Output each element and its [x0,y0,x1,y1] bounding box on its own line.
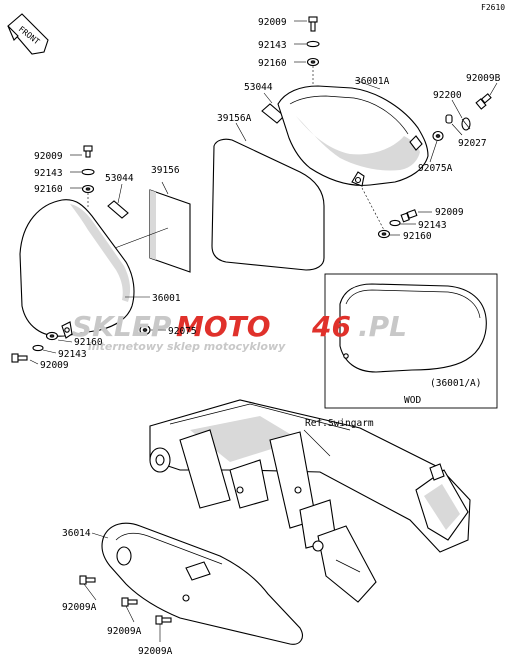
filter-39156 [149,189,191,273]
bolt-left-top [83,145,93,158]
bolt-92009A-2 [121,597,138,607]
inset-part: (36001/A) [430,378,481,389]
grommet-left-bottom [45,331,59,341]
label-92009B: 92009B [466,73,501,84]
label-92200: 92200 [433,90,462,101]
watermark-46: 46 [311,310,351,343]
bolt-right-lower [400,209,418,223]
bolt-92009A-3 [155,615,172,625]
pin-53044-left [107,200,129,219]
label-92009-top: 92009 [258,17,287,28]
bolt-left-bottom [11,353,28,363]
grommet-right [377,229,391,239]
collar-92200 [461,117,471,131]
label-92160-left-bottom: 92160 [74,337,103,348]
label-92009A-1: 92009A [62,602,97,613]
label-53044-right: 53044 [244,82,273,93]
inset-caption: WOD [404,395,421,406]
bolt-92009A-1 [79,575,96,585]
grommet-92075A [432,130,444,142]
label-92009-right: 92009 [435,207,464,218]
label-92009A-2: 92009A [107,626,142,637]
side-cover-right [277,85,429,187]
watermark-moto: MOTO [176,310,271,343]
damper-92027 [445,114,453,124]
label-92009-left-bottom: 92009 [40,360,69,371]
washer-top [306,40,320,48]
label-36001A: 36001A [355,76,390,87]
label-92160-top: 92160 [258,58,287,69]
watermark-pl: .PL [358,310,407,343]
label-92143-right: 92143 [418,220,447,231]
bolt-top [308,16,318,32]
grommet-top [306,57,320,67]
grommet-left-top [81,184,95,194]
label-36014: 36014 [62,528,91,539]
label-92143-left-bottom: 92143 [58,349,87,360]
label-92075A: 92075A [418,163,453,174]
front-arrow-icon: FRONT [7,13,49,55]
figure-code: F2610 [481,3,505,12]
label-92143-top: 92143 [258,40,287,51]
grommet-92075 [139,324,151,336]
washer-left-top [81,168,95,176]
label-92009A-3: 92009A [138,646,173,656]
label-53044-left: 53044 [105,173,134,184]
filter-39156A [211,138,325,271]
label-92009-left: 92009 [34,151,63,162]
washer-left-bottom [32,344,44,352]
label-92160-left: 92160 [34,184,63,195]
watermark-sklep: SKLEP [72,310,172,343]
label-92027: 92027 [458,138,487,149]
chain-guard [101,522,303,645]
label-92160-right: 92160 [403,231,432,242]
washer-right [389,219,401,227]
label-92075: 92075 [168,326,197,337]
label-36001: 36001 [152,293,181,304]
bolt-92009B [475,93,492,110]
swingarm [149,399,471,603]
watermark: SKLEP MOTO 46 .PL internetowy sklep moto… [72,310,407,353]
inset-box: (36001/A) WOD [324,273,498,409]
label-92143-left: 92143 [34,168,63,179]
watermark-tagline: internetowy sklep motocyklowy [88,340,286,353]
label-ref-swingarm: Ref.Swingarm [305,418,374,429]
label-39156: 39156 [151,165,180,176]
label-39156A: 39156A [217,113,252,124]
